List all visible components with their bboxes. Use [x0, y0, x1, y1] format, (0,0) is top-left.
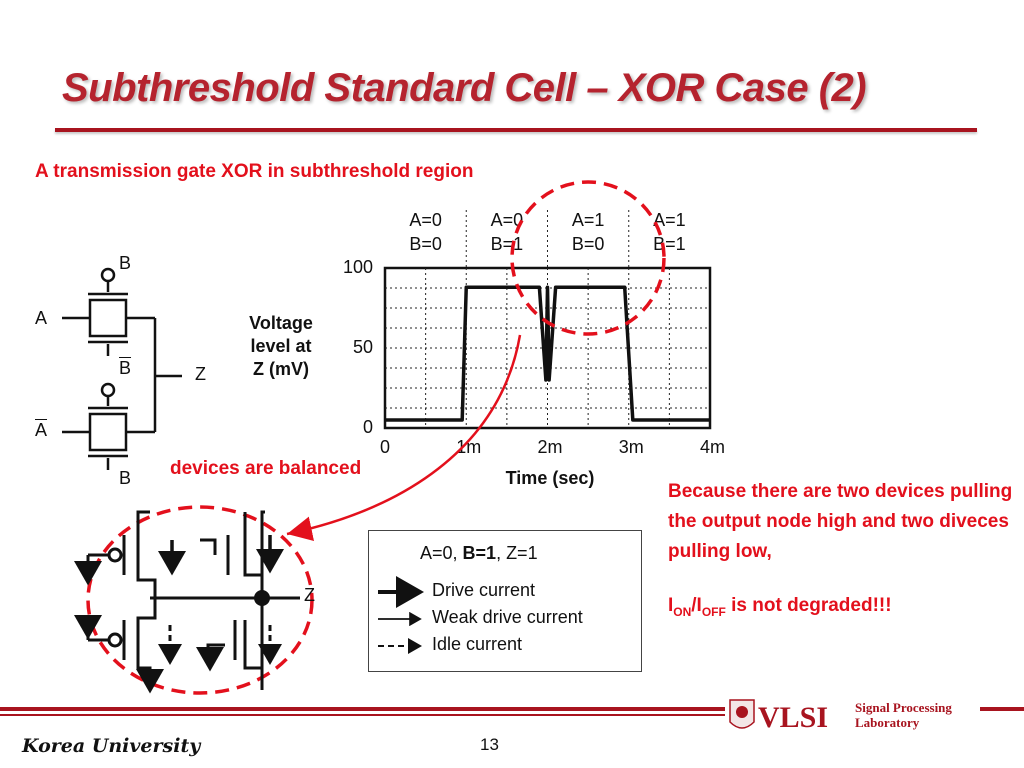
label-b-top: B	[119, 253, 132, 273]
transistor-label-z: Z	[304, 585, 315, 605]
chart-x-label: Time (sec)	[505, 468, 595, 488]
legend-idle-current: Idle current	[432, 634, 523, 654]
explanation-paragraph: Because there are two devices pulling th…	[668, 481, 1013, 562]
explanation-text: Because there are two devices pulling th…	[668, 477, 1013, 627]
label-b-bottom: B	[119, 468, 132, 488]
footer-rule-right	[980, 707, 1024, 711]
x-tick-label: 1m	[456, 437, 482, 457]
legend-weak-current: Weak drive current	[432, 607, 583, 627]
highlight-circle-transistors	[86, 505, 314, 695]
label-z: Z	[195, 364, 206, 384]
voltage-trace	[385, 285, 710, 422]
vlsi-logo: VLSI	[758, 701, 829, 734]
x-tick-label: 0	[380, 437, 391, 457]
highlight-circle-waveform	[510, 180, 666, 336]
legend-title: A=0, B=1, Z=1	[420, 543, 538, 563]
footer-rule	[0, 707, 725, 711]
page-title: Subthreshold Standard Cell – XOR Case (2…	[62, 66, 867, 110]
pointer-arrow	[286, 334, 522, 542]
label-a: A	[35, 308, 48, 328]
university-name: Korea University	[22, 735, 201, 757]
legend-drive-current: Drive current	[432, 580, 536, 600]
ion-ioff-statement: ION/IOFF is not degraded!!!	[668, 595, 892, 619]
footer-rule-thin	[0, 714, 725, 716]
lab-name: Signal Processing Laboratory	[855, 700, 952, 730]
label-a-bar: A	[35, 420, 48, 440]
label-b-bar: B	[119, 358, 132, 378]
y-tick-label: 100	[343, 257, 374, 277]
y-tick-label: 0	[363, 417, 374, 437]
subtitle: A transmission gate XOR in subthreshold …	[35, 161, 474, 182]
page-number: 13	[480, 735, 499, 754]
title-divider	[55, 128, 977, 132]
x-tick-label: 4m	[700, 437, 726, 457]
x-tick-label: 3m	[618, 437, 644, 457]
y-tick-label: 50	[353, 337, 374, 357]
chart-y-label: Voltage level at Z (mV)	[249, 313, 313, 379]
x-tick-label: 2m	[537, 437, 563, 457]
balanced-annotation: devices are balanced	[170, 458, 362, 479]
